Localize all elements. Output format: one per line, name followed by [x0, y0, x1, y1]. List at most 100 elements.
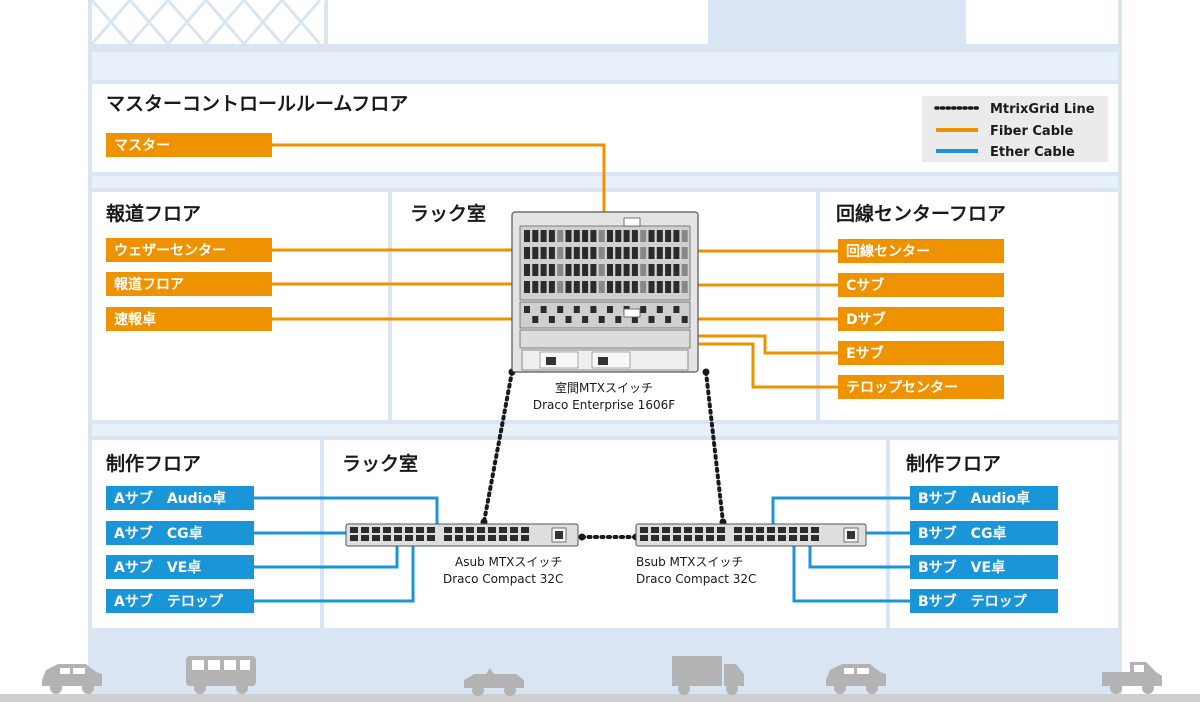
switch-port [565, 281, 572, 293]
switch-port [383, 535, 391, 541]
switch-port [499, 527, 507, 533]
sedan-icon [42, 664, 102, 694]
switch-port [800, 527, 808, 533]
switch-port [532, 281, 539, 293]
switch-port [590, 247, 597, 259]
switch-port [631, 316, 638, 323]
switch-port [565, 230, 572, 242]
switch-port [673, 264, 680, 276]
tag-a-sub-cg-label: Aサブ CG卓 [114, 525, 203, 542]
ground-line [0, 694, 1200, 702]
switch-port [662, 535, 670, 541]
switch-port [607, 247, 613, 259]
tag-c-sub-label: Cサブ [846, 277, 884, 294]
switch-port [573, 230, 580, 242]
switch-port [695, 527, 703, 533]
switch-port [466, 535, 474, 541]
switch-port [640, 306, 647, 313]
switch-port [745, 535, 753, 541]
tag-b-sub-audio: Bサブ Audio卓 [910, 486, 1058, 510]
switch-port [499, 535, 507, 541]
production-floor-right-title: 制作フロア [906, 452, 1001, 475]
switch-port [524, 306, 530, 313]
mtrixgrid-line-enterprise-asub [482, 370, 514, 524]
tag-b-sub-telop: Bサブ テロップ [910, 589, 1058, 613]
switch-port [640, 281, 647, 293]
switch-port [631, 247, 638, 259]
switch-port [665, 247, 672, 259]
switch-port [778, 527, 786, 533]
switch-port [651, 535, 659, 541]
news-floor-title: 報道フロア [106, 202, 201, 225]
switch-port [615, 230, 622, 242]
switch-port [361, 535, 369, 541]
switch-port [623, 230, 630, 242]
tag-e-sub-label: Eサブ [846, 345, 884, 362]
fiber-cables [272, 143, 838, 389]
ether-cable-b-telop [792, 545, 910, 603]
switch-port [734, 535, 742, 541]
switch-port [631, 281, 638, 293]
switch-port [640, 230, 647, 242]
switch-port [557, 281, 564, 293]
floor-slab [92, 424, 1118, 436]
legend-fiber-label: Fiber Cable [990, 124, 1073, 139]
tag-c-sub: Cサブ [838, 273, 1004, 297]
switch-port [455, 527, 463, 533]
tag-line-center: 回線センター [838, 239, 1004, 263]
switch-port [548, 316, 555, 323]
switch-port [640, 264, 647, 276]
switch-port [405, 527, 413, 533]
tag-master: マスター [106, 133, 272, 157]
switch-port [524, 230, 530, 242]
switch-port [607, 230, 613, 242]
bsub-label-name: Bsub MTXスイッチ [636, 555, 743, 569]
switch-port [350, 535, 358, 541]
switch-port [706, 535, 714, 541]
tag-flash-desk: 速報卓 [106, 307, 272, 331]
switch-port [623, 264, 630, 276]
fiber-cable-e-sub [694, 334, 838, 355]
switch-port [582, 264, 589, 276]
switch-port [427, 527, 435, 533]
switch-port [582, 230, 589, 242]
switch-port [540, 230, 547, 242]
enterprise-label-name: 室間MTXスイッチ [555, 380, 653, 395]
switch-port [607, 306, 613, 313]
switch-port [477, 527, 485, 533]
switch-port [756, 527, 764, 533]
switch-port [640, 535, 648, 541]
switch-port [745, 527, 753, 533]
switch-port [631, 264, 638, 276]
switch-port [444, 535, 452, 541]
ether-cable-b-ve [808, 545, 910, 569]
production-floor-left-title: 制作フロア [106, 452, 201, 475]
switch-port [590, 281, 597, 293]
tag-master-label: マスター [114, 138, 170, 154]
switch-port [665, 264, 672, 276]
switch-port [756, 535, 764, 541]
tag-a-sub-ve: Aサブ VE卓 [106, 555, 254, 579]
switch-port [648, 230, 655, 242]
switch-port [524, 264, 530, 276]
switch-port [681, 316, 688, 323]
switch-port [598, 264, 605, 276]
switch-port [455, 535, 463, 541]
switch-port [582, 281, 589, 293]
tag-d-sub-label: Dサブ [846, 311, 886, 328]
tag-b-sub-telop-label: Bサブ テロップ [918, 593, 1028, 610]
switch-port [524, 281, 530, 293]
switch-port [665, 316, 672, 323]
switch-port [607, 264, 613, 276]
switch-port [681, 247, 688, 259]
switch-port [477, 535, 485, 541]
tag-b-sub-ve: Bサブ VE卓 [910, 555, 1058, 579]
switch-port [662, 527, 670, 533]
bsub-port-row [640, 527, 819, 541]
switch-port [532, 230, 539, 242]
switch-port [590, 230, 597, 242]
switch-port [510, 535, 518, 541]
switch-port [548, 264, 555, 276]
tag-b-sub-audio-label: Bサブ Audio卓 [918, 490, 1030, 507]
